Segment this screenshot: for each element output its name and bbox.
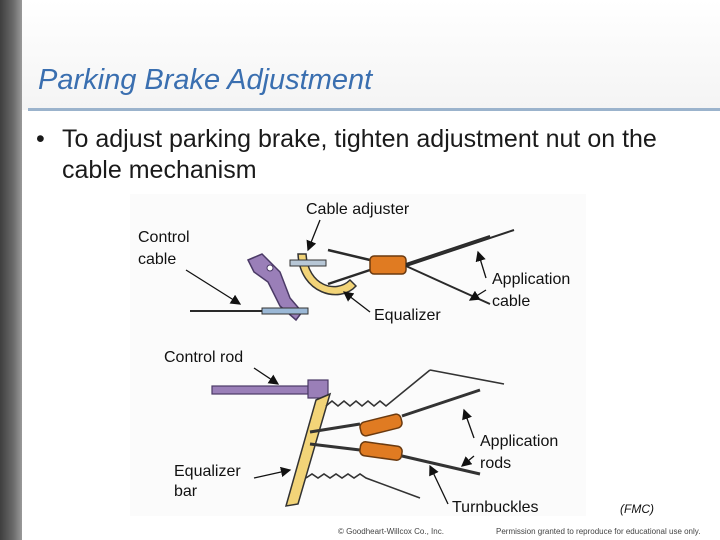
- label-application-cable-1: Application: [492, 271, 570, 288]
- label-control-cable-1: Control: [138, 229, 190, 246]
- label-control-rod: Control rod: [164, 349, 243, 366]
- parking-brake-diagram: Cable adjuster Control cable Application…: [130, 194, 586, 516]
- equalizer-bar: [284, 392, 332, 507]
- left-accent-bar: [0, 0, 22, 540]
- brake-lever-bracket: [246, 253, 303, 322]
- diagram-svg: Cable adjuster Control cable Application…: [138, 201, 570, 516]
- cable-mechanism: [190, 229, 515, 322]
- title-divider: [28, 108, 720, 111]
- label-equalizer: Equalizer: [374, 307, 441, 324]
- copyright-footer: © Goodheart-Willcox Co., Inc.: [338, 527, 444, 536]
- bullet-dot: •: [36, 125, 45, 153]
- label-application-rods-1: Application: [480, 433, 558, 450]
- label-control-cable-2: cable: [138, 251, 176, 268]
- title-band: [22, 0, 720, 110]
- turnbuckle-upper: [359, 413, 403, 437]
- equalizer-sleeve: [369, 255, 407, 275]
- label-turnbuckles: Turnbuckles: [452, 499, 539, 516]
- cable-adjuster-yoke: [297, 253, 358, 296]
- slide-title: Parking Brake Adjustment: [38, 64, 373, 96]
- label-equalizer-bar-1: Equalizer: [174, 463, 241, 480]
- label-equalizer-bar-2: bar: [174, 483, 198, 500]
- permission-footer: Permission granted to reproduce for educ…: [496, 527, 701, 536]
- label-application-rods-2: rods: [480, 455, 511, 472]
- rod-mechanism: [211, 369, 505, 507]
- control-rod: [211, 385, 309, 395]
- label-cable-adjuster: Cable adjuster: [306, 201, 410, 218]
- bullet-point: • To adjust parking brake, tighten adjus…: [36, 124, 706, 186]
- turnbuckle-lower: [359, 441, 403, 461]
- label-application-cable-2: cable: [492, 293, 530, 310]
- figure-credit: (FMC): [620, 502, 654, 516]
- bullet-text: To adjust parking brake, tighten adjustm…: [62, 125, 657, 184]
